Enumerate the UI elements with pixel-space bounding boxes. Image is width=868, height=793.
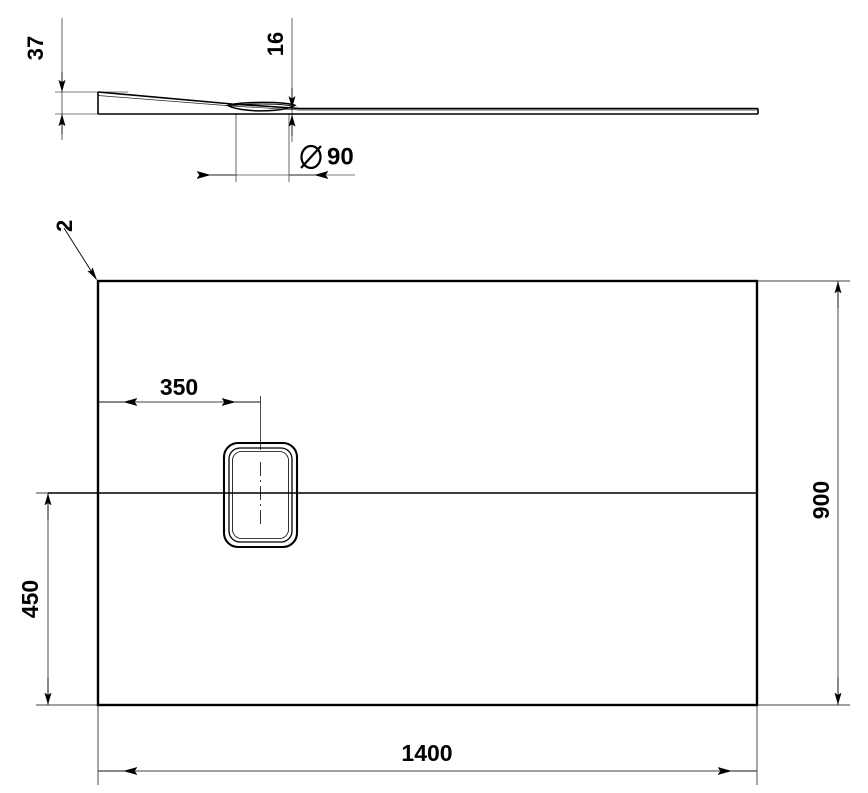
dimension-drain-offset-450: 450 <box>17 492 98 706</box>
diameter-symbol-icon <box>300 144 322 170</box>
dimension-drain-offset-350: 350 <box>98 374 261 450</box>
dimension-label-900: 900 <box>808 481 834 519</box>
dimension-label-16: 16 <box>263 32 288 56</box>
annotation-label-2: 2 <box>52 220 77 232</box>
dimension-overall-depth-900: 900 <box>757 280 850 706</box>
dimension-label-350: 350 <box>160 374 198 400</box>
side-elevation-view: 37 16 <box>23 18 759 182</box>
side-tray-profile <box>97 91 759 115</box>
dimension-height-16: 16 <box>263 18 320 142</box>
dimension-drain-diameter-90: 90 <box>205 113 355 182</box>
annotation-edge-2: 2 <box>52 220 97 280</box>
dimension-label-450: 450 <box>17 580 43 618</box>
dimension-label-90: 90 <box>327 143 354 170</box>
dimension-height-37: 37 <box>23 18 128 140</box>
dimension-label-1400: 1400 <box>401 740 452 766</box>
dimension-label-37: 37 <box>23 36 48 60</box>
drain-cutout <box>222 441 299 549</box>
dimension-overall-width-1400: 1400 <box>97 705 758 785</box>
plan-view: 2 350 450 <box>17 220 850 785</box>
